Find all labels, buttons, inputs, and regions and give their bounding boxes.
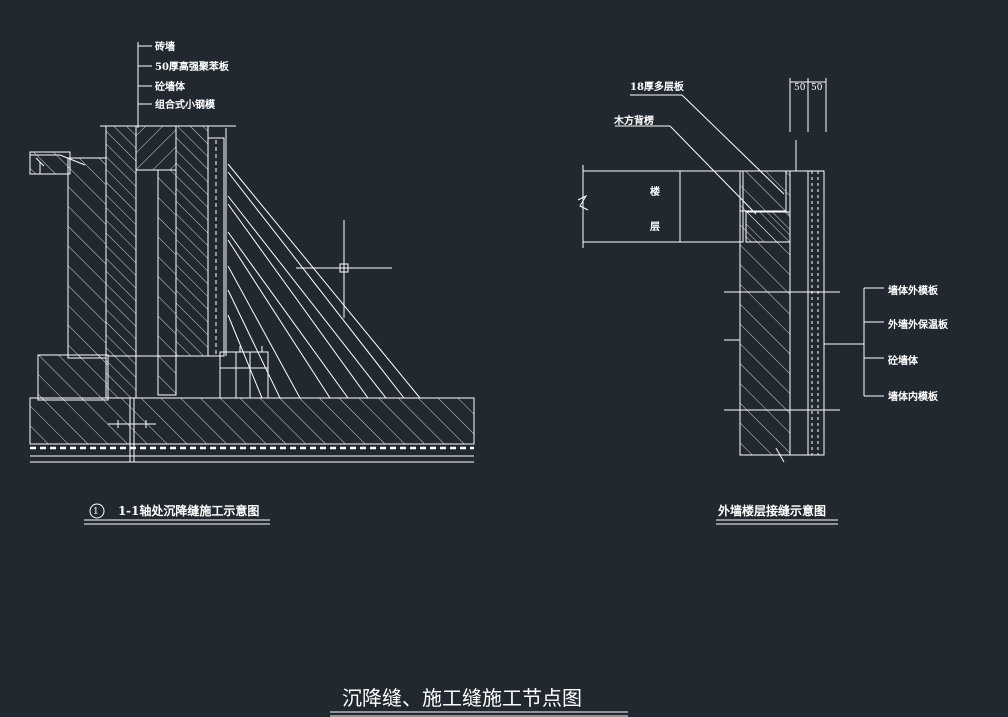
right-label-insulation: 外墙外保温板 xyxy=(887,318,949,331)
right-label-plywood: 18厚多层板 xyxy=(630,80,685,93)
left-caption: 1 1 -1轴处沉降缝施工示意图 xyxy=(84,503,270,525)
left-detail xyxy=(29,42,475,463)
left-label-brick-wall: 砖墙 xyxy=(155,40,175,53)
page-title: 沉降缝、施工缝施工节点图 xyxy=(342,686,582,710)
right-label-outer-formwork: 墙体外模板 xyxy=(888,284,939,297)
right-detail xyxy=(577,78,884,463)
page-title-group: 沉降缝、施工缝施工节点图 xyxy=(330,686,628,717)
left-label-concrete-wall: 砼墙体 xyxy=(155,80,186,93)
left-label-eps-board: 50厚高强聚苯板 xyxy=(155,60,230,73)
right-label-inner-formwork: 墙体内模板 xyxy=(888,390,939,403)
right-caption-text: 外墙楼层接缝示意图 xyxy=(718,503,826,518)
right-caption: 外墙楼层接缝示意图 xyxy=(716,503,838,525)
left-label-steel-formwork: 组合式小钢模 xyxy=(155,98,216,111)
right-dim-2: 50 xyxy=(811,83,823,93)
left-caption-axis: 1 xyxy=(118,504,126,518)
right-label-timber: 木方背楞 xyxy=(613,114,654,127)
right-slab-text-2: 层 xyxy=(650,221,660,233)
right-dim-1: 50 xyxy=(794,83,806,93)
left-caption-number: 1 xyxy=(93,507,99,517)
right-slab-text-1: 楼 xyxy=(650,185,660,198)
left-caption-text: -1轴处沉降缝施工示意图 xyxy=(126,503,259,518)
right-label-concrete: 砼墙体 xyxy=(888,354,919,367)
